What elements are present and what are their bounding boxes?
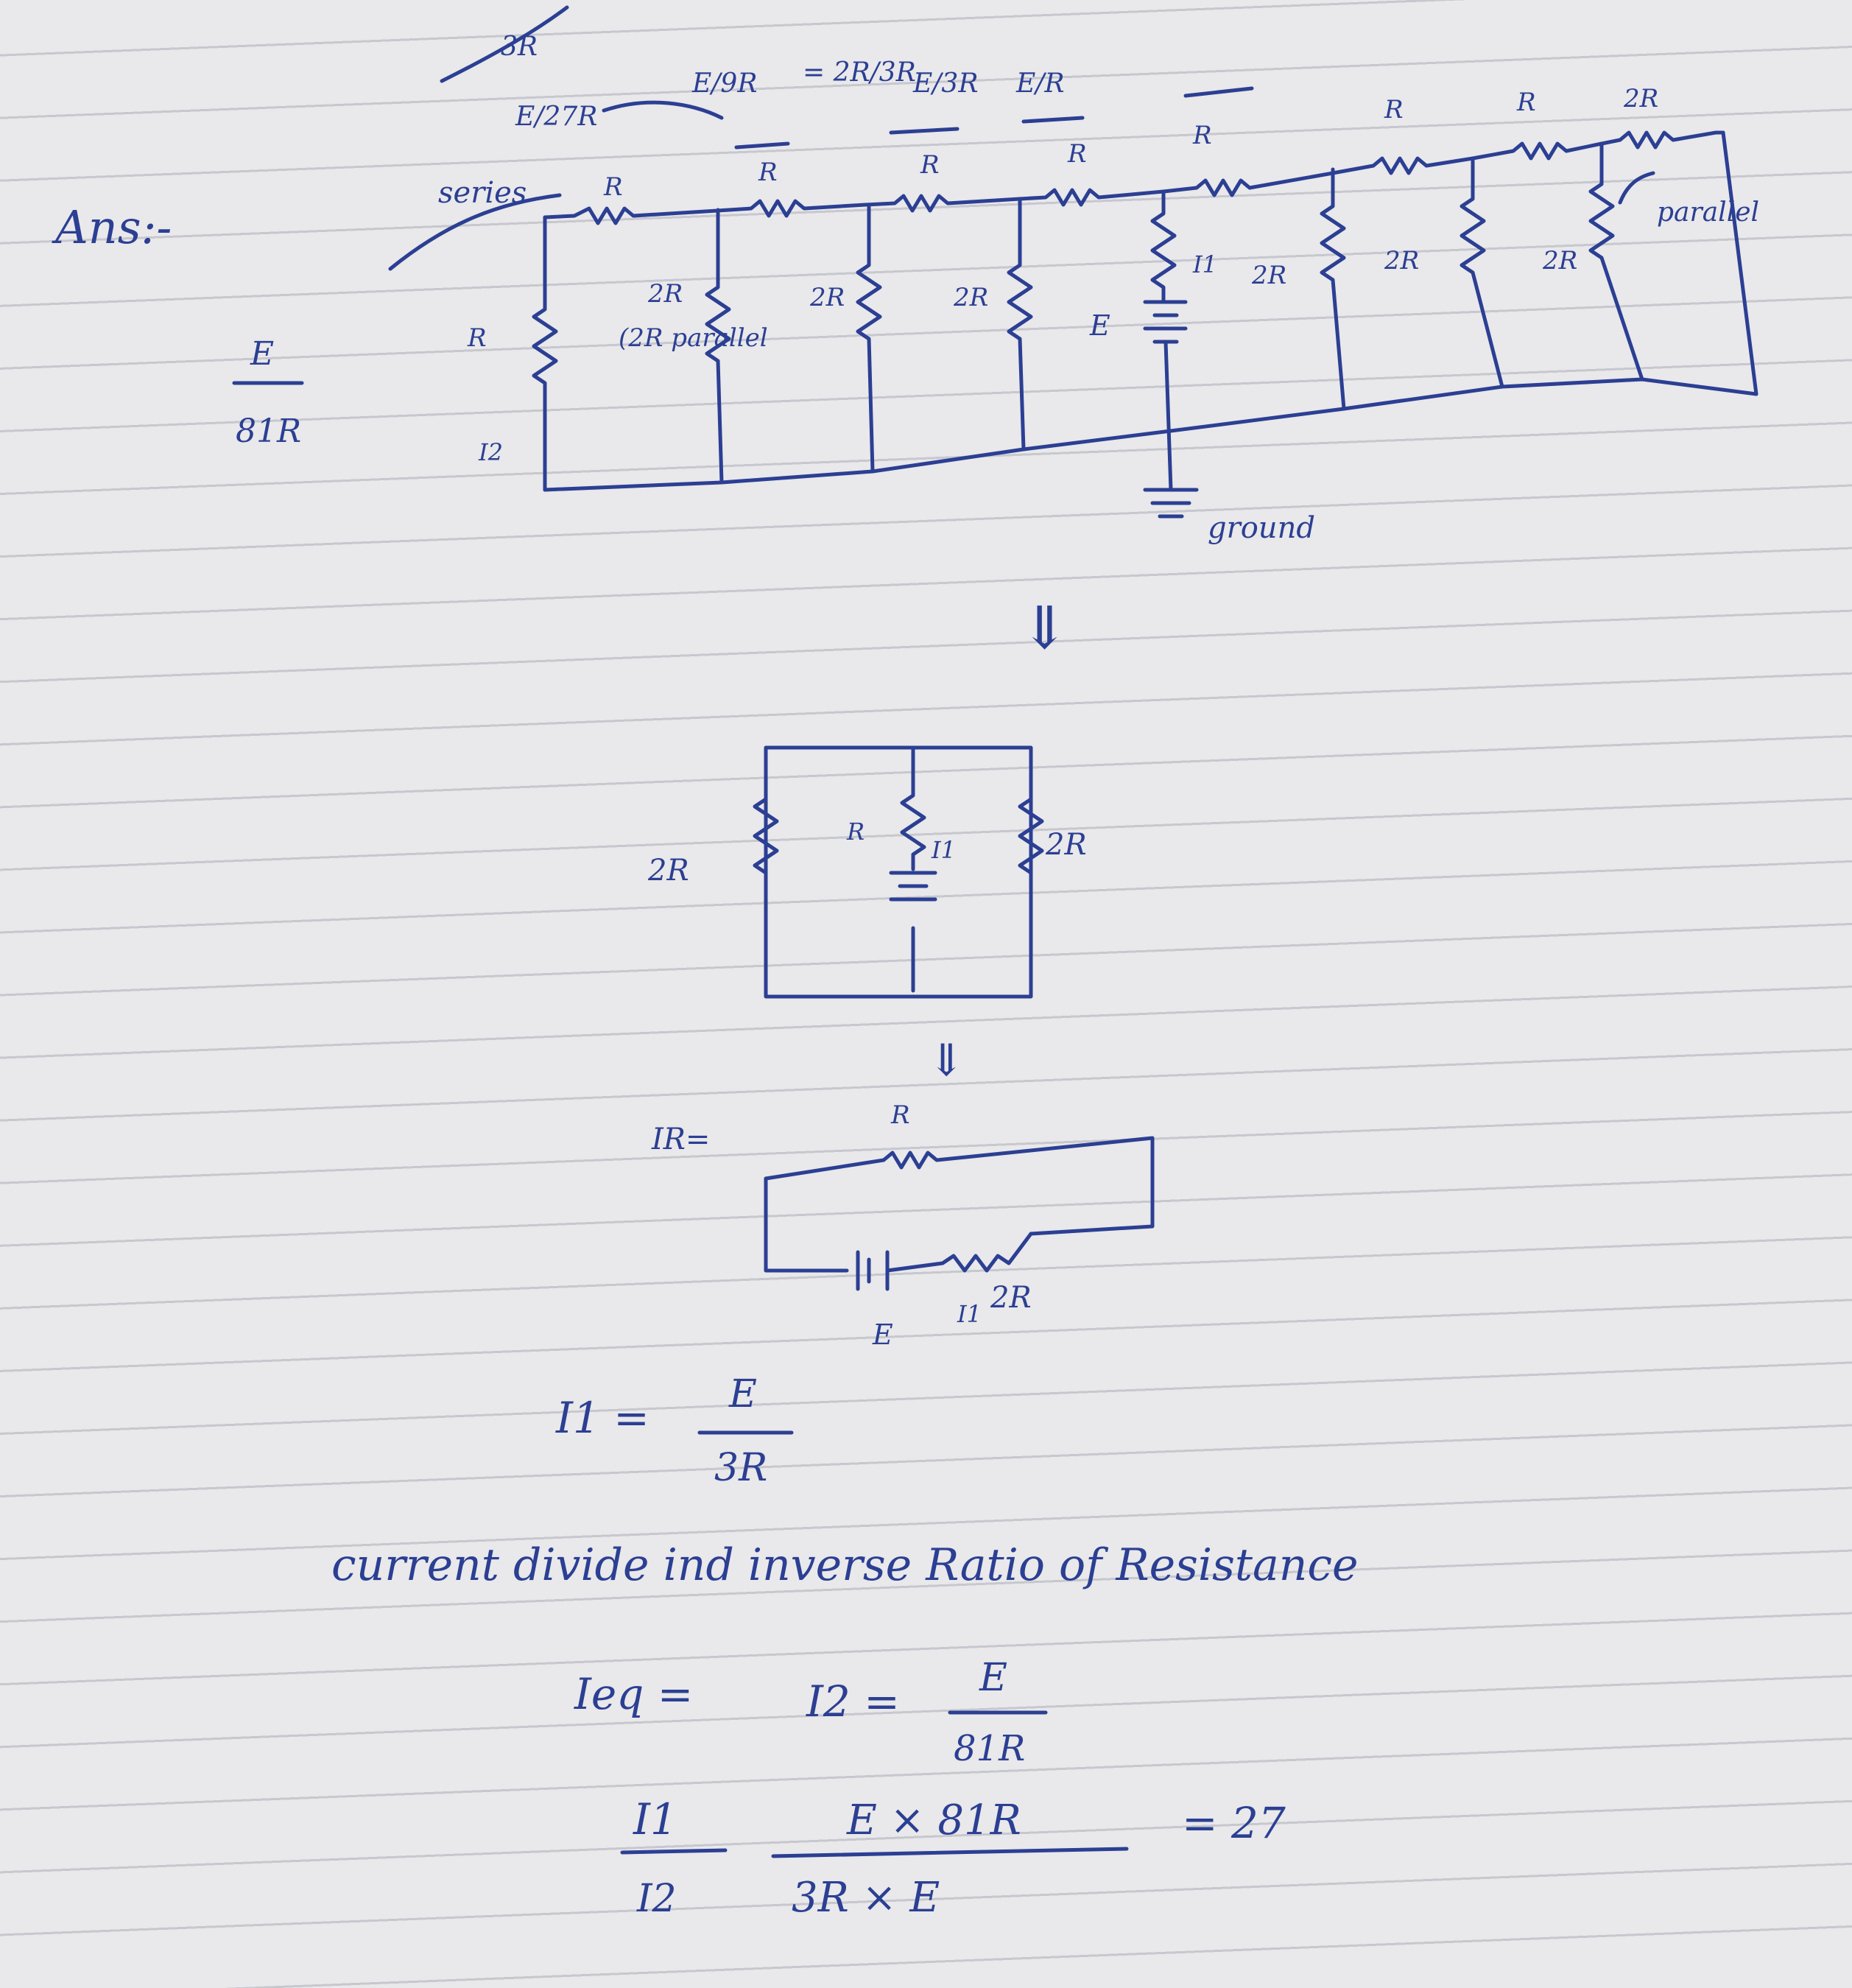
reduced-circuit: 2R R I1 2R xyxy=(647,745,1087,999)
note-parallel-right: parallel xyxy=(1657,197,1759,228)
simplified-circuit: IR= R E I1 2R xyxy=(651,1100,1155,1351)
eq2-num: E xyxy=(979,1656,1007,1700)
series-resistor-6 xyxy=(1331,156,1475,175)
battery-label-e: E xyxy=(1089,309,1110,342)
eq1-lhs: I1 = xyxy=(555,1393,649,1443)
margin-note-den: 81R xyxy=(236,412,301,450)
leg-resistor-3 xyxy=(856,203,882,474)
series-resistor-4 xyxy=(1018,188,1166,207)
eq3-lhs-bar xyxy=(620,1848,728,1855)
series-resistor-7 xyxy=(1471,141,1604,161)
current-label-i1: I1 xyxy=(1192,250,1217,278)
leg-resistor-1 xyxy=(532,215,558,492)
note-e-27r: E/27R xyxy=(515,102,597,132)
series-resistor-8 xyxy=(1599,130,1725,150)
series-label-3: R xyxy=(920,150,940,180)
eq3-bar xyxy=(771,1847,1129,1858)
series-resistor-2 xyxy=(727,199,867,218)
circuit2-right-resistor xyxy=(1018,797,1044,875)
note-slash-1 xyxy=(440,5,569,83)
ground-label: ground xyxy=(1208,511,1315,545)
circuit2-i1-label: I1 xyxy=(931,836,956,864)
circuit3-left-wire xyxy=(764,1176,849,1273)
note-e-9r: E/9R xyxy=(691,69,757,99)
leg-label-1: R xyxy=(467,323,487,353)
eq3-den: 3R × E xyxy=(792,1874,940,1922)
equation-3: I1 I2 E × 81R 3R × E = 27 xyxy=(620,1794,1286,1922)
series-label-2: R xyxy=(758,158,778,187)
series-label-5: R xyxy=(1192,121,1212,150)
eq2-mid: I2 = xyxy=(806,1676,900,1727)
series-label-1: R xyxy=(603,172,623,202)
circuit2-mid-resistor xyxy=(900,745,926,871)
circuit2-right-label: 2R xyxy=(1045,828,1087,862)
leg-resistor-5 xyxy=(1320,167,1346,411)
note-arrow-4 xyxy=(1183,86,1254,98)
circuit3-top-label: R xyxy=(890,1100,910,1130)
note-arrow-3 xyxy=(1021,116,1085,124)
leg-resistor-4 xyxy=(1007,197,1033,452)
series-label-7: R xyxy=(1516,88,1536,117)
eq3-num: E × 81R xyxy=(846,1796,1021,1844)
circuit3-label: IR= xyxy=(651,1123,710,1156)
note-parallel-left: (2R parallel xyxy=(619,323,768,353)
leg-resistor-7 xyxy=(1588,141,1644,382)
eq3-result: = 27 xyxy=(1182,1798,1286,1848)
arrow-down-2: ⇓ xyxy=(928,1035,965,1086)
circuit3-series-resistor xyxy=(885,1232,1033,1273)
leg-label-6: 2R xyxy=(1384,246,1419,275)
bottom-wire xyxy=(543,377,1758,492)
leg-label-7: 2R xyxy=(1542,246,1577,275)
leg-resistor-6 xyxy=(1460,156,1504,389)
series-curve xyxy=(388,193,562,271)
parallel-curve xyxy=(1618,171,1655,205)
eq1-den: 3R xyxy=(714,1446,767,1490)
circuit3-top-resistor xyxy=(764,1136,1155,1236)
series-label-8: 2R xyxy=(1623,84,1658,113)
eq3-lhs-den: I2 xyxy=(636,1877,677,1921)
equation-1: I1 = E 3R xyxy=(555,1372,794,1490)
note-2r-3r: = 2R/3R xyxy=(803,57,916,88)
circuit2-left-resistor xyxy=(753,797,779,875)
eq2-den: 81R xyxy=(954,1728,1025,1769)
ladder-circuit: R R R R R R R 2R R 2R 2R 2R 2R 2R 2R E I… xyxy=(467,84,1758,545)
note-e-r: E/R xyxy=(1015,69,1065,99)
leg-resistor-2 xyxy=(705,208,731,485)
circuit3-battery-label: E xyxy=(872,1318,893,1351)
equation-2: Ieq = I2 = E 81R xyxy=(574,1656,1048,1769)
note-e-3r: E/3R xyxy=(912,69,978,99)
current-label-i2: I2 xyxy=(478,438,503,466)
note-curve-1 xyxy=(602,100,724,120)
series-resistor-3 xyxy=(863,194,1022,213)
battery-leg-resistor xyxy=(1150,189,1177,304)
leg-label-2: 2R xyxy=(647,279,683,309)
leg-label-4: 2R xyxy=(953,283,988,312)
right-wire xyxy=(1721,130,1758,396)
series-label-4: R xyxy=(1067,139,1087,169)
margin-note-num: E xyxy=(250,335,274,373)
arrow-down-1: ⇓ xyxy=(1020,594,1069,662)
circuit2-left-label: 2R xyxy=(647,854,689,888)
leg-label-3: 2R xyxy=(809,283,845,312)
series-resistor-1 xyxy=(543,206,731,225)
circuit3-i1-label: I1 xyxy=(957,1300,982,1328)
eq3-lhs-num: I1 xyxy=(633,1794,677,1844)
series-label-6: R xyxy=(1384,95,1404,124)
series-resistor-5 xyxy=(1161,171,1335,197)
eq2-lhs: Ieq = xyxy=(574,1669,693,1719)
note-arrow-1 xyxy=(734,141,790,150)
current-divide-note: current divide ind inverse Ratio of Resi… xyxy=(331,1539,1359,1591)
leg-label-5: 2R xyxy=(1251,261,1286,290)
note-arrow-2 xyxy=(889,127,960,135)
battery-wire xyxy=(1163,340,1173,492)
answer-label: Ans:- xyxy=(52,200,172,254)
circuit2-mid-label: R xyxy=(846,818,865,846)
eq1-num: E xyxy=(728,1372,757,1416)
circuit3-series-label: 2R xyxy=(990,1281,1032,1315)
